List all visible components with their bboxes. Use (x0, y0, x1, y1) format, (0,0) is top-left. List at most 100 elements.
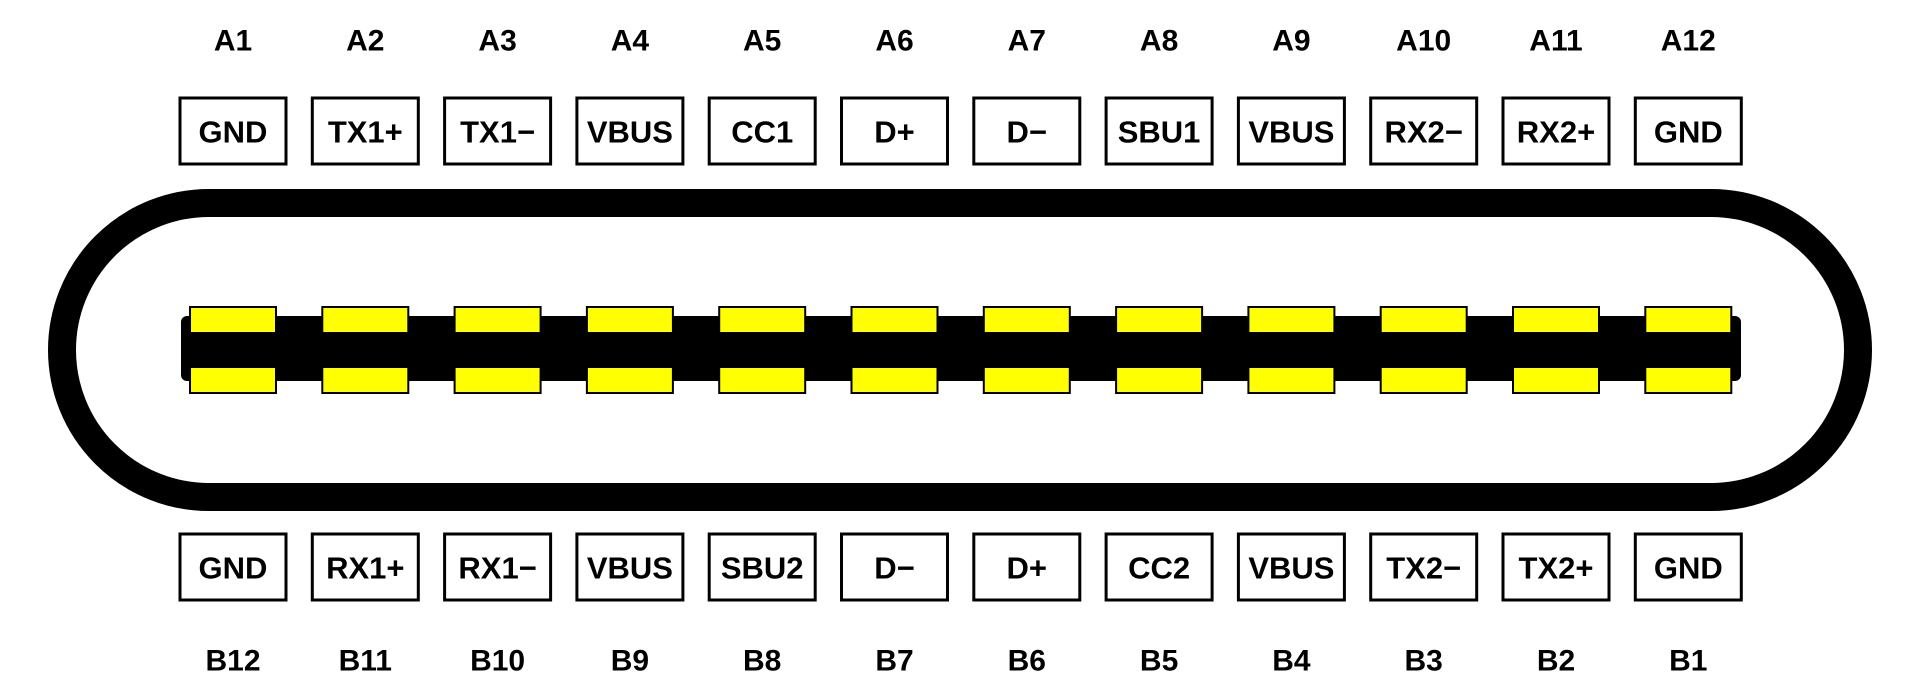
top-signal-box (1236, 96, 1346, 166)
bottom-signal-box (310, 532, 420, 602)
bottom-signal-label: TX2− (1386, 551, 1461, 586)
bottom-signal-label: TX2+ (1519, 551, 1594, 586)
bottom-signal-label: SBU2 (721, 551, 804, 586)
bottom-contact (585, 366, 674, 394)
top-signal-box (840, 96, 949, 166)
top-signal-label: TX1+ (328, 115, 403, 150)
bottom-signal-label: RX1− (458, 551, 536, 586)
bottom-signal-box (1633, 532, 1743, 602)
top-signal-box (1501, 96, 1611, 166)
top-pin-number: A10 (1396, 25, 1451, 58)
bottom-pin-number: B5 (1140, 645, 1178, 678)
top-signal-label: TX1− (460, 115, 535, 150)
bottom-contact (1512, 366, 1600, 394)
top-pin-number: A7 (1008, 25, 1046, 58)
bottom-contact (718, 366, 807, 394)
bottom-contact (1247, 366, 1336, 394)
bottom-pin-number: B3 (1405, 645, 1443, 678)
top-signal-box (575, 96, 685, 166)
bottom-signal-box (443, 532, 553, 602)
top-signal-label: GND (1654, 115, 1723, 150)
bottom-pin-number: B6 (1008, 645, 1046, 678)
bottom-signal-box (178, 532, 288, 602)
top-pin-number: A8 (1140, 25, 1178, 58)
bottom-signal-box (1236, 532, 1346, 602)
bottom-signal-box (972, 532, 1082, 602)
connector-tongue (181, 316, 1741, 381)
top-signal-label: RX2+ (1517, 115, 1595, 150)
top-pin-number: A1 (214, 25, 252, 58)
top-contact (982, 306, 1071, 334)
bottom-pin-labels: B12GNDB11RX1+B10RX1−B9VBUSB8SBU2B7D−B6D+… (178, 532, 1743, 678)
top-signal-box (310, 96, 420, 166)
top-pin-number: A2 (346, 25, 384, 58)
bottom-contact (453, 366, 542, 394)
bottom-signal-label: GND (1654, 551, 1723, 586)
bottom-contact (1379, 366, 1468, 394)
top-signal-label: VBUS (1248, 115, 1334, 150)
top-pin-number: A5 (743, 25, 781, 58)
top-pin-number: A9 (1272, 25, 1310, 58)
bottom-contact (850, 366, 939, 394)
top-pin-number: A6 (875, 25, 913, 58)
top-signal-label: GND (199, 115, 268, 150)
bottom-pin-number: B2 (1537, 645, 1575, 678)
top-contact (321, 306, 410, 334)
bottom-signal-label: RX1+ (326, 551, 404, 586)
bottom-pin-number: B10 (470, 645, 525, 678)
top-signal-label: CC1 (731, 115, 793, 150)
top-signal-box (1633, 96, 1743, 166)
bottom-contact (982, 366, 1071, 394)
bottom-contact (189, 366, 277, 394)
bottom-signal-box (575, 532, 685, 602)
top-signal-box (1369, 96, 1479, 166)
top-signal-label: RX2− (1384, 115, 1462, 150)
bottom-signal-label: CC2 (1128, 551, 1190, 586)
bottom-signal-label: GND (199, 551, 268, 586)
top-signal-label: D+ (874, 115, 915, 150)
bottom-signal-label: D+ (1007, 551, 1048, 586)
bottom-signal-box (707, 532, 817, 602)
top-contact (1115, 306, 1204, 334)
bottom-pin-number: B8 (743, 645, 781, 678)
top-signal-label: D− (1007, 115, 1048, 150)
bottom-contact (1644, 366, 1733, 394)
bottom-signal-box (1369, 532, 1479, 602)
top-contact (1512, 306, 1600, 334)
top-contact (189, 306, 277, 334)
top-contact (453, 306, 542, 334)
bottom-signal-box (840, 532, 949, 602)
bottom-contact (321, 366, 410, 394)
top-signal-box (178, 96, 288, 166)
top-pin-number: A12 (1661, 25, 1716, 58)
bottom-signal-label: VBUS (1248, 551, 1334, 586)
bottom-pin-number: B9 (611, 645, 649, 678)
top-signal-box (443, 96, 553, 166)
bottom-contact (1115, 366, 1204, 394)
top-contact (850, 306, 939, 334)
bottom-pin-number: B11 (339, 645, 392, 678)
top-contact (718, 306, 807, 334)
top-pin-number: A4 (611, 25, 650, 58)
bottom-signal-box (1104, 532, 1214, 602)
top-signal-label: SBU1 (1118, 115, 1201, 150)
top-signal-box (1104, 96, 1214, 166)
bottom-pin-number: B12 (205, 645, 260, 678)
top-pin-number: A11 (1529, 25, 1582, 58)
top-signal-box (972, 96, 1082, 166)
top-contact-row (189, 306, 1733, 334)
top-signal-label: VBUS (587, 115, 673, 150)
top-pin-number: A3 (478, 25, 516, 58)
bottom-signal-box (1501, 532, 1611, 602)
top-contact (1247, 306, 1336, 334)
top-contact (1379, 306, 1468, 334)
bottom-pin-number: B7 (875, 645, 913, 678)
bottom-contact-row (189, 366, 1733, 394)
top-signal-box (707, 96, 817, 166)
bottom-signal-label: VBUS (587, 551, 673, 586)
top-contact (585, 306, 674, 334)
top-contact (1644, 306, 1733, 334)
bottom-pin-number: B4 (1272, 645, 1311, 678)
